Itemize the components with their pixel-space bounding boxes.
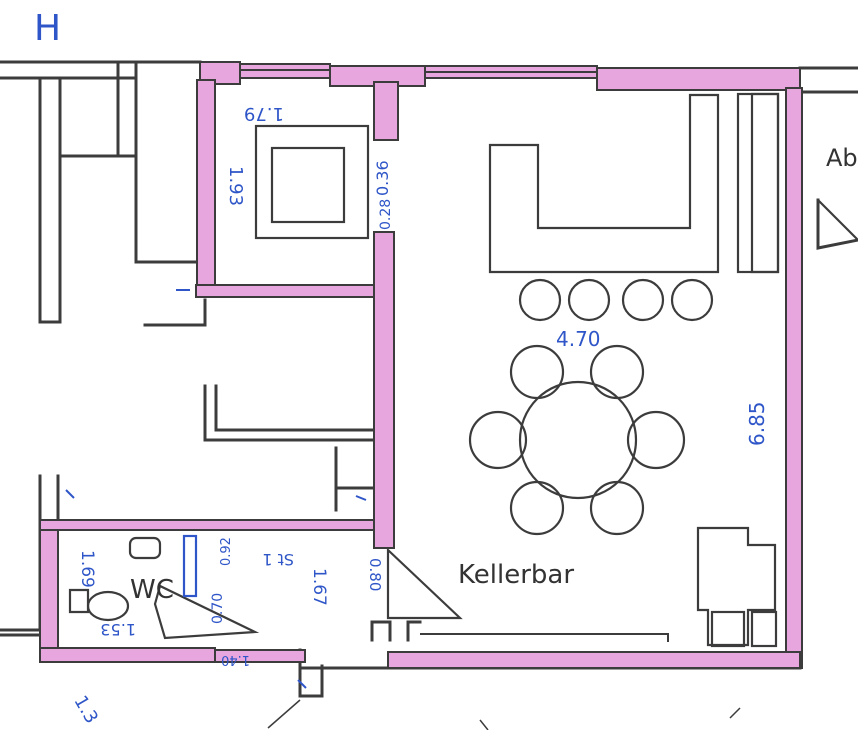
dimension-wc-door: 0.70: [210, 593, 226, 624]
stairs: [153, 547, 463, 640]
room-label-wc: WC: [130, 575, 174, 605]
dimension-bottom-mark: 1.40: [221, 652, 250, 667]
structural-walls: [0, 60, 858, 698]
wc-fixtures: [68, 534, 198, 622]
dimension-wall-segment-b: 0.28: [378, 199, 394, 230]
bar-counter: [488, 92, 780, 274]
room-label-kellerbar: Kellerbar: [458, 560, 574, 590]
new-walls: [39, 61, 803, 669]
dimension-small-room-width: 1.79: [244, 103, 284, 124]
bar-stools: [518, 278, 714, 322]
round-table: [468, 344, 686, 536]
small-room-fixture: [254, 124, 370, 240]
partial-lines-bottom: [267, 699, 741, 730]
dimension-wc-width: 1.53: [100, 620, 136, 639]
window-lines: [240, 69, 597, 73]
shelf-unit: [696, 526, 778, 648]
dimension-stairs: St 1: [262, 550, 294, 569]
dimension-wc-gap: 0.92: [219, 537, 234, 566]
dimension-door-width: 0.80: [366, 558, 384, 591]
dimension-bar-width: 4.70: [556, 327, 601, 351]
room-label-partial: Ab: [826, 144, 858, 172]
dimension-bottom-left: 1.3: [69, 692, 102, 727]
dimension-small-room-height: 1.93: [225, 166, 246, 206]
dimension-hall-width: 1.67: [309, 568, 329, 606]
door-swing: [817, 199, 858, 241]
dimension-wall-segment: 0.36: [373, 160, 392, 196]
dimension-bar-height: 6.85: [745, 401, 769, 446]
corner-mark: H: [34, 8, 61, 49]
pencil-ticks: [65, 289, 367, 689]
dimension-wc-height: 1.69: [77, 550, 97, 588]
